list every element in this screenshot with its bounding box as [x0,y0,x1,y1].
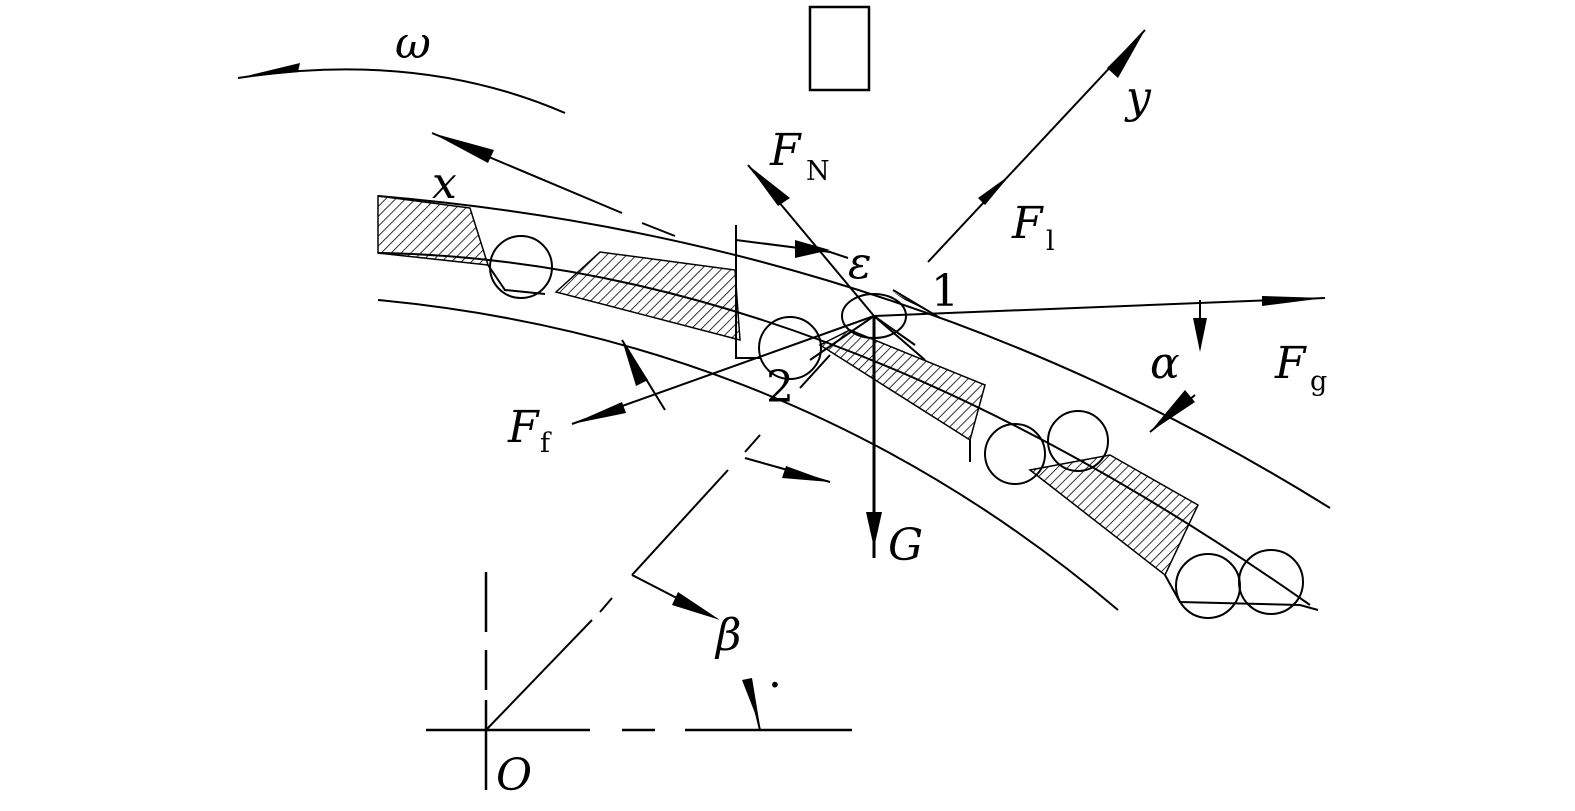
alpha-arrowhead-top [1193,318,1207,352]
x-axis-label: x [432,158,457,209]
lift-force-subscript: l [1046,226,1055,257]
point-1-line [892,289,941,319]
x-axis-dash [641,222,676,237]
particle-6 [1175,553,1241,619]
step-line-4 [487,264,546,295]
particle-7 [1238,549,1304,615]
epsilon-line [735,239,849,259]
omega-arc [237,68,566,114]
omega-label: ω [395,18,431,69]
y-axis-label: y [1124,72,1152,123]
pickup-box [808,5,871,92]
origin-label: O [496,750,532,801]
alpha-arrowhead-bottom [1150,390,1195,432]
y-axis-arrowhead-top [1107,30,1145,78]
dot-label: · [768,660,782,711]
radius-line-dash-2 [631,469,729,576]
drag-force-subscript: g [1310,366,1327,397]
point-2-label: 2 [766,362,794,413]
radius-line [485,619,593,731]
particle-2 [758,316,822,380]
drag-force-line [873,297,1326,317]
normal-force-label: F [769,125,802,176]
point-1-label: 1 [931,266,959,317]
epsilon-arrowhead [795,240,830,258]
friction-force-label: F [507,402,540,453]
beta-arrowhead [672,592,720,620]
lift-force-label: F [1011,198,1044,249]
beta-label: β [714,610,741,661]
hatch-segment-4 [1028,454,1199,577]
drum-inner-curve-2 [377,299,1119,611]
friction-force-arrowhead [572,402,626,424]
radial-line-1 [809,315,875,361]
drag-force-arrowhead [1262,296,1325,306]
omega-arrowhead [238,63,300,78]
particle-5 [1047,410,1109,472]
normal-force-subscript: N [806,156,830,187]
drag-force-label: F [1274,338,1307,389]
friction-cross-arrowhead [622,340,648,386]
radial-line-3 [873,315,916,346]
drum-outer-curve [377,195,1331,509]
lift-force-arrowhead [978,175,1010,205]
hatch-segment-2 [554,251,741,341]
step-line-1 [735,225,760,359]
x-axis-arrowhead [432,133,494,163]
particle-4 [984,423,1046,485]
friction-force-subscript: f [540,428,552,459]
radius-line-dash-1 [599,597,613,613]
step-line-3 [1164,574,1319,611]
lower-dash-arrowhead [782,466,830,482]
gravity-label: G [888,520,923,571]
hatch-segment-3 [818,329,986,442]
epsilon-label: ε [848,238,872,289]
bottom-angle-arrowhead [742,678,760,726]
radial-line-2 [873,315,926,361]
alpha-label: α [1150,338,1180,389]
radius-line-dash-4 [799,354,831,389]
radius-line-dash-3 [744,434,761,453]
gravity-arrowhead [866,512,882,548]
normal-force-arrowhead [748,165,790,206]
